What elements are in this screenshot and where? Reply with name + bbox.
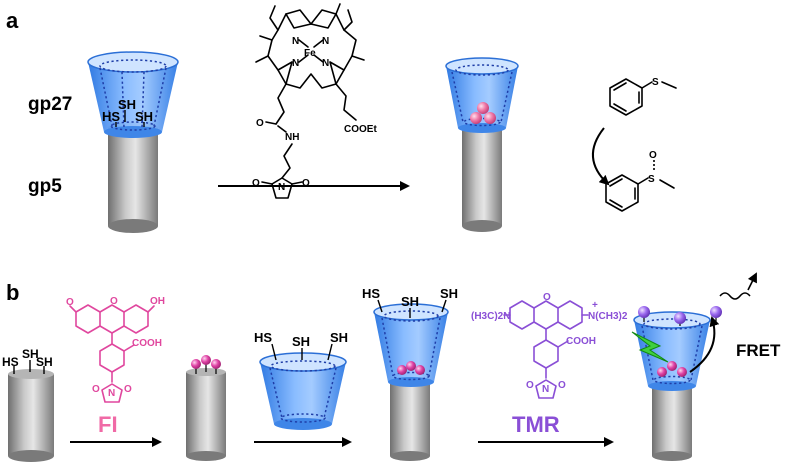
heme-maleimide-structure: N N N N Fe COOEt O NH N O O <box>252 3 377 199</box>
emission-wave-icon <box>719 292 751 300</box>
tmr-left-amine: (H3C)2N <box>471 311 510 322</box>
gp5-cylinder-b1 <box>8 369 54 462</box>
fl-oh: OH <box>150 296 165 307</box>
lightning-icon <box>631 331 669 363</box>
sulfoxide-structure: S O <box>605 150 675 212</box>
fl-cooh: COOH <box>132 338 162 349</box>
ring-thiol-2: SH <box>292 334 310 349</box>
heme-n-2: N <box>322 36 329 47</box>
maleimide-o-right: O <box>302 178 310 189</box>
gp27-ring-free <box>259 352 347 430</box>
fl-o-bridge: O <box>110 296 118 307</box>
gp27-ring-left <box>87 51 179 138</box>
gp5-label: gp5 <box>28 176 62 197</box>
maleimide-o-left: O <box>252 178 260 189</box>
ring-thiol-1: HS <box>254 330 272 345</box>
tmr-label: TMR <box>512 412 560 437</box>
fl-maleimide-o2: O <box>124 384 132 395</box>
gp5-cylinder-b3 <box>390 380 430 461</box>
heme-cofactors-a <box>470 102 496 124</box>
gp5-cylinder-right <box>462 128 502 232</box>
gp27-ring-right <box>445 57 519 133</box>
amide-oxygen: O <box>256 118 264 129</box>
gp27-ring-b3 <box>373 303 449 387</box>
panel-b-letter: b <box>6 280 19 305</box>
maleimide-n: N <box>278 182 285 193</box>
fl-label: FI <box>98 412 118 437</box>
tmr-maleimide-n: N <box>542 384 549 395</box>
thiol-left-b: HS <box>2 355 19 369</box>
sulfoxide-s: S <box>648 174 655 185</box>
tmr-maleimide-o2: O <box>558 380 566 391</box>
thioanisole-structure: S <box>609 77 677 116</box>
heme-fe: Fe <box>304 48 316 59</box>
fl-maleimide-n: N <box>108 388 115 399</box>
tmr-plus: + <box>592 300 598 311</box>
thiol-right-a: SH <box>135 109 153 124</box>
fl-maleimide-o1: O <box>92 384 100 395</box>
gp5-cylinder-b2 <box>186 368 226 461</box>
heme-n-3: N <box>292 58 299 69</box>
gp27-label: gp27 <box>28 94 72 115</box>
heme-n-4: N <box>322 58 329 69</box>
thiol-top-a: SH <box>118 97 136 112</box>
ester-label: COOEt <box>344 124 377 135</box>
tmr-cooh: COOH <box>566 336 596 347</box>
ring-thiols-b3: HS SH SH <box>362 286 458 318</box>
ring-thiols-free: HS SH SH <box>254 330 348 361</box>
fluorophores-b3 <box>397 361 425 375</box>
sulfoxide-o: O <box>649 150 657 161</box>
gp5-cylinder-left <box>108 122 158 233</box>
tmr-maleimide-structure: (H3C)2N N(CH3)2 + O COOH N O O <box>471 292 628 399</box>
gp5-cylinder-b4 <box>652 384 692 461</box>
fluorescein-donors <box>657 361 687 377</box>
thiol-right-b: SH <box>36 355 53 369</box>
tmr-maleimide-o1: O <box>526 380 534 391</box>
tmr-o-bridge: O <box>543 292 551 303</box>
panel-a-letter: a <box>6 8 19 33</box>
ring-thiol-3: SH <box>330 330 348 345</box>
gp27-ring-b4 <box>633 311 711 391</box>
ring-thiol-b3-1: HS <box>362 286 380 301</box>
thiol-left-a: HS <box>102 109 120 124</box>
tmr-acceptors <box>638 306 722 326</box>
fret-arrow <box>689 316 720 373</box>
thiol-groups-a: SH HS SH <box>102 97 153 127</box>
ring-thiol-b3-3: SH <box>440 286 458 301</box>
thiol-groups-b: SH HS SH <box>2 347 53 374</box>
oxidation-arrow <box>591 127 610 186</box>
sulfide-s: S <box>652 77 659 88</box>
thiol-top-b: SH <box>22 347 39 361</box>
fluorescein-maleimide-structure: O O OH COOH N O O <box>66 296 165 403</box>
ring-thiol-b3-2: SH <box>401 294 419 309</box>
fl-o-left: O <box>66 297 74 308</box>
tmr-right-amine: N(CH3)2 <box>588 311 628 322</box>
fret-label: FRET <box>736 341 781 360</box>
fluorophores-b2 <box>191 355 221 374</box>
amide-nh: NH <box>285 132 299 143</box>
emission-arrow <box>747 272 757 291</box>
heme-n-1: N <box>292 36 299 47</box>
